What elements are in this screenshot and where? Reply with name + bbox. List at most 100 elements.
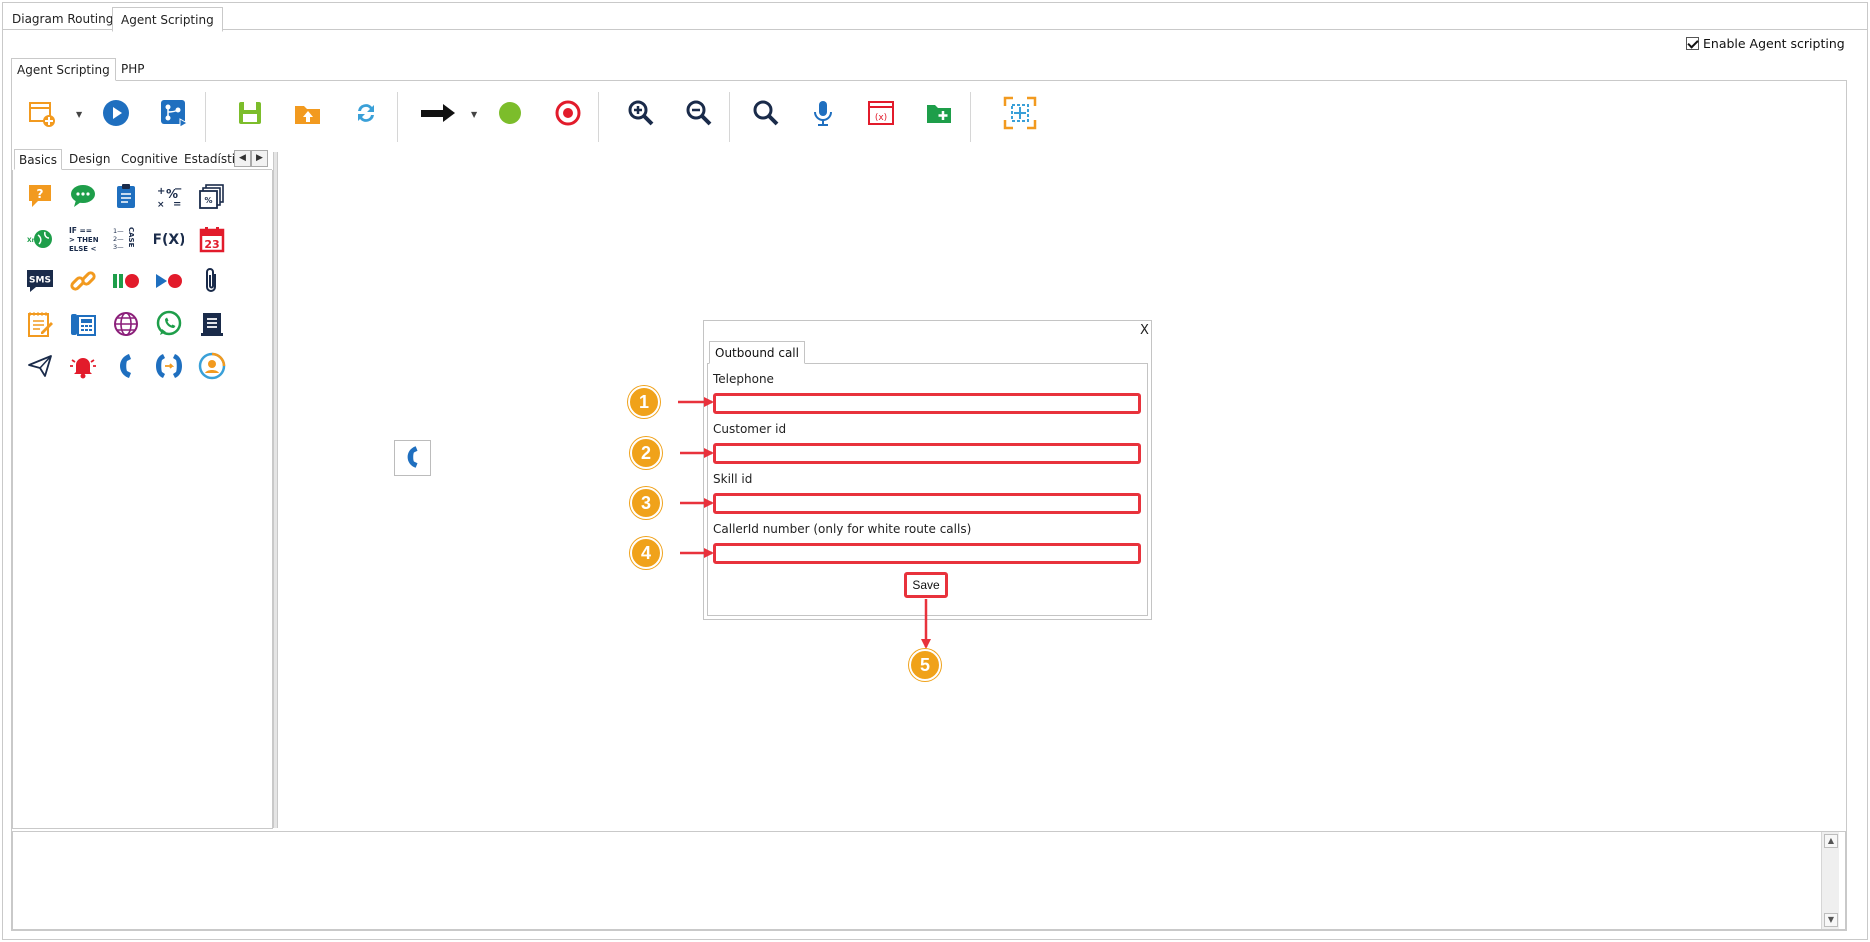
open-folder-icon[interactable] bbox=[290, 95, 326, 131]
tab-php[interactable]: PHP bbox=[121, 62, 145, 76]
skill-id-input[interactable] bbox=[713, 493, 1141, 514]
fit-screen-icon[interactable] bbox=[1002, 95, 1038, 131]
tab-cognitive[interactable]: Cognitive bbox=[121, 152, 178, 166]
svg-text:F(X): F(X) bbox=[154, 232, 184, 248]
toolbar-separator bbox=[729, 92, 730, 142]
save-button[interactable]: Save bbox=[904, 572, 948, 598]
question-bubble-icon[interactable]: ? bbox=[25, 181, 55, 211]
math-operators-icon[interactable]: +%−×= bbox=[154, 181, 184, 211]
output-panel[interactable] bbox=[12, 831, 1846, 930]
chevron-down-icon[interactable]: ▼ bbox=[76, 110, 83, 119]
svg-text:2—: 2— bbox=[113, 235, 124, 243]
play-record-icon[interactable] bbox=[154, 266, 184, 296]
svg-text:3—: 3— bbox=[113, 243, 124, 251]
close-icon[interactable]: X bbox=[1140, 323, 1149, 338]
sms-icon[interactable]: SMS bbox=[25, 266, 55, 296]
customer-id-input[interactable] bbox=[713, 443, 1141, 464]
refresh-icon[interactable] bbox=[348, 95, 384, 131]
toolbar-separator bbox=[970, 92, 971, 142]
annotation-badge-2: 2 bbox=[630, 437, 662, 469]
case-switch-icon[interactable]: 1—2—3—CASE bbox=[111, 224, 141, 254]
enable-label: Enable Agent scripting bbox=[1703, 36, 1845, 51]
function-fx-icon[interactable]: F(X) bbox=[154, 224, 184, 254]
svg-text:%: % bbox=[166, 187, 178, 201]
telephone-label: Telephone bbox=[713, 372, 774, 386]
alarm-bell-icon[interactable] bbox=[68, 351, 98, 381]
telephone-input[interactable] bbox=[713, 393, 1141, 414]
play-icon[interactable] bbox=[98, 95, 134, 131]
microphone-icon[interactable] bbox=[805, 95, 841, 131]
add-folder-icon[interactable] bbox=[921, 95, 957, 131]
xml-globe-icon[interactable]: Xr bbox=[25, 224, 55, 254]
enable-checkbox[interactable] bbox=[1686, 37, 1699, 50]
chevron-left-icon[interactable]: ◀ bbox=[234, 150, 251, 167]
variables-icon[interactable]: (x) bbox=[863, 95, 899, 131]
svg-text:ELSE <: ELSE < bbox=[69, 245, 97, 253]
agent-support-icon[interactable] bbox=[197, 351, 227, 381]
customer-id-label: Customer id bbox=[713, 422, 787, 436]
enable-agent-scripting[interactable]: Enable Agent scripting bbox=[1686, 36, 1845, 51]
svg-text:−: − bbox=[174, 184, 182, 195]
tab-outbound-call[interactable]: Outbound call bbox=[709, 341, 805, 364]
svg-text:(x): (x) bbox=[875, 113, 887, 123]
toolbar-separator bbox=[205, 92, 206, 142]
tab-design[interactable]: Design bbox=[69, 152, 111, 166]
annotation-badge-3: 3 bbox=[630, 487, 662, 519]
save-icon[interactable] bbox=[232, 95, 268, 131]
svg-text:1—: 1— bbox=[113, 227, 124, 235]
callerid-number-label: CallerId number (only for white route ca… bbox=[713, 522, 972, 536]
svg-text:> THEN: > THEN bbox=[69, 236, 98, 244]
call-transfer-icon[interactable] bbox=[154, 351, 184, 381]
search-icon[interactable] bbox=[748, 95, 784, 131]
send-paper-plane-icon[interactable] bbox=[25, 351, 55, 381]
svg-text:SMS: SMS bbox=[29, 276, 51, 286]
svg-text:%: % bbox=[204, 196, 212, 205]
chat-bubble-icon[interactable] bbox=[68, 181, 98, 211]
palette-panel bbox=[12, 170, 273, 829]
chevron-down-icon[interactable]: ▼ bbox=[471, 110, 478, 119]
annotation-badge-4: 4 bbox=[630, 537, 662, 569]
outbound-call-dialog bbox=[703, 320, 1152, 620]
paperclip-icon[interactable] bbox=[197, 266, 227, 296]
pause-record-icon[interactable] bbox=[111, 266, 141, 296]
zoom-in-icon[interactable] bbox=[623, 95, 659, 131]
tab-diagram-routing[interactable]: Diagram Routing bbox=[12, 12, 114, 26]
globe-icon[interactable] bbox=[111, 309, 141, 339]
desk-phone-icon[interactable] bbox=[68, 309, 98, 339]
calendar-icon[interactable]: 23 bbox=[197, 224, 227, 254]
svg-text:+: + bbox=[157, 186, 165, 197]
link-icon[interactable] bbox=[68, 266, 98, 296]
flow-run-icon[interactable] bbox=[156, 95, 192, 131]
toolbar-separator bbox=[598, 92, 599, 142]
layers-percent-icon[interactable]: % bbox=[197, 181, 227, 211]
phone-handset-icon bbox=[404, 443, 422, 474]
svg-text:×: × bbox=[157, 200, 165, 210]
green-dot-icon[interactable] bbox=[492, 95, 528, 131]
tab-agent-scripting-editor[interactable]: Agent Scripting bbox=[11, 58, 116, 81]
scroll-down-icon[interactable]: ▼ bbox=[1824, 913, 1838, 927]
annotation-badge-5: 5 bbox=[909, 649, 941, 681]
callerid-number-input[interactable] bbox=[713, 543, 1141, 564]
tab-estadisticas[interactable]: Estadísti bbox=[184, 152, 236, 166]
svg-text:IF ==: IF == bbox=[69, 226, 92, 235]
tab-basics[interactable]: Basics bbox=[14, 149, 63, 170]
splitter-handle[interactable] bbox=[273, 152, 278, 828]
arrow-right-icon[interactable] bbox=[418, 95, 458, 131]
top-tab-bar: Diagram Routing Agent Scripting bbox=[2, 3, 1868, 32]
new-script-icon[interactable] bbox=[24, 95, 60, 131]
document-icon[interactable] bbox=[197, 309, 227, 339]
phone-handset-icon[interactable] bbox=[111, 351, 141, 381]
palette-tab-bar: Basics Design Cognitive Estadísti bbox=[14, 148, 272, 170]
whatsapp-icon[interactable] bbox=[154, 309, 184, 339]
scroll-up-icon[interactable]: ▲ bbox=[1824, 834, 1838, 848]
outbound-call-node[interactable] bbox=[394, 440, 431, 476]
vertical-scrollbar[interactable]: ▲ ▼ bbox=[1821, 832, 1839, 929]
zoom-out-icon[interactable] bbox=[681, 95, 717, 131]
clipboard-icon[interactable] bbox=[111, 181, 141, 211]
chevron-right-icon[interactable]: ▶ bbox=[251, 150, 268, 167]
notepad-edit-icon[interactable] bbox=[25, 309, 55, 339]
record-icon[interactable] bbox=[550, 95, 586, 131]
tab-agent-scripting[interactable]: Agent Scripting bbox=[112, 7, 223, 32]
svg-text:23: 23 bbox=[204, 238, 219, 251]
